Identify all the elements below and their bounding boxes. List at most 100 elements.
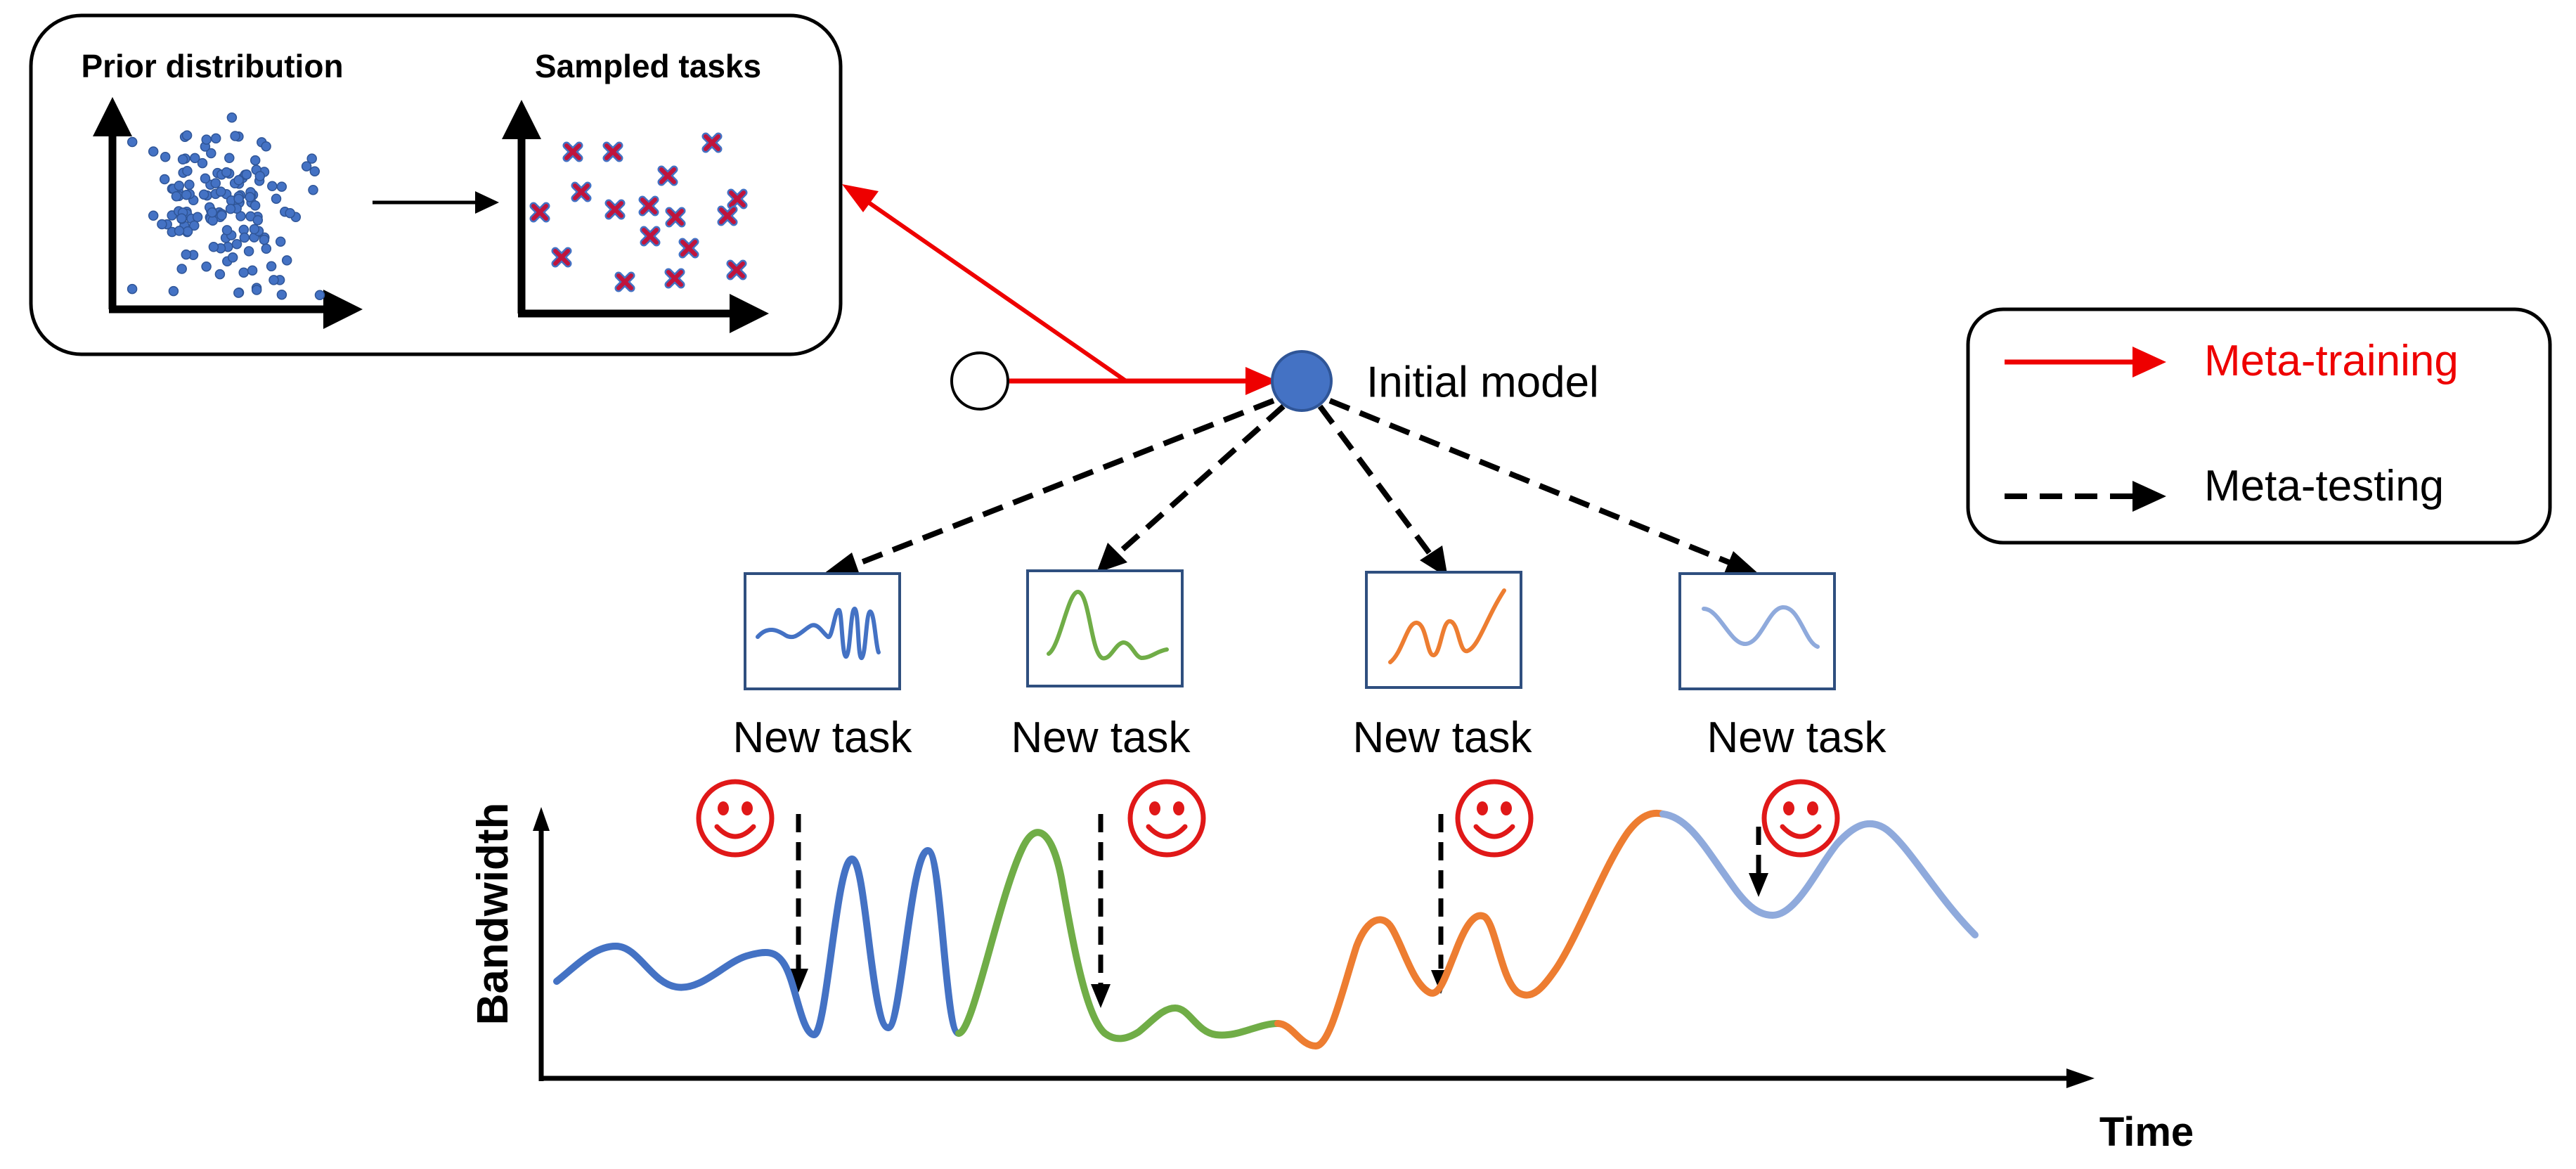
prior-point: [275, 236, 286, 247]
sampled-task-cross: [665, 207, 686, 228]
prior-point: [250, 200, 261, 211]
prior-point: [276, 289, 287, 300]
sampled-tasks-title: Sampled tasks: [535, 48, 761, 84]
prior-point: [230, 131, 240, 141]
prior-point: [181, 249, 192, 260]
prior-point: [168, 285, 179, 297]
prior-point: [181, 130, 193, 141]
prior-point: [182, 166, 193, 176]
prior-point: [208, 242, 219, 252]
prior-point: [214, 269, 226, 280]
sampled-task-cross: [717, 205, 738, 226]
prior-point: [252, 214, 264, 226]
bandwidth-plot: Bandwidth Time: [469, 803, 2194, 1155]
smiley-icon: [696, 779, 775, 858]
meta-training-arrowhead: [1245, 367, 1278, 395]
task-1-signal: [756, 606, 881, 661]
smiley-icon: [1761, 779, 1840, 858]
prior-point: [207, 207, 218, 218]
signal-segment-1: [553, 846, 962, 1039]
prior-point: [148, 146, 159, 157]
x-axis-label: Time: [2099, 1109, 2194, 1155]
prior-point: [309, 166, 321, 176]
smiley-icon: [1127, 779, 1206, 858]
sampled-task-points: [529, 132, 748, 292]
prior-point: [267, 181, 278, 192]
prior-point: [238, 267, 249, 278]
prior-point: [224, 153, 235, 164]
prior-point: [239, 232, 250, 243]
sampled-task-cross: [602, 141, 623, 162]
sampled-task-cross: [640, 226, 661, 247]
prior-distribution-points: [127, 112, 325, 300]
prior-point: [210, 178, 221, 188]
legend-meta-training-arrow: [2005, 347, 2166, 377]
sampled-task-cross: [638, 195, 659, 217]
sampled-task-cross: [614, 271, 635, 292]
prior-point: [245, 192, 255, 202]
prior-point: [215, 186, 226, 197]
prior-point: [174, 226, 185, 236]
prior-point: [176, 213, 187, 224]
prior-point: [177, 154, 188, 165]
prior-point: [174, 180, 185, 191]
prior-point: [225, 203, 236, 214]
legend-meta-training-label: Meta-training: [2204, 337, 2459, 385]
prior-point: [306, 153, 317, 164]
adaptation-arrows: [796, 814, 1761, 987]
sampled-task-cross: [727, 188, 748, 209]
prior-point: [189, 220, 200, 231]
task-2-label: New task: [1011, 713, 1191, 762]
prior-axes: [93, 97, 363, 329]
prior-point: [281, 255, 292, 266]
prior-point: [254, 171, 266, 181]
task-4-signal: [1702, 605, 1820, 649]
sampling-arrow: [373, 191, 499, 214]
sampled-task-cross: [701, 132, 723, 153]
input-node: [950, 351, 1009, 411]
prior-point: [197, 157, 208, 169]
prior-point: [308, 184, 318, 195]
sampled-task-cross: [529, 202, 550, 223]
prior-point: [176, 264, 187, 274]
prior-point: [266, 261, 277, 272]
meta-training-arrow-to-box: [863, 198, 1127, 383]
sampled-axes: [502, 100, 769, 333]
prior-point: [221, 225, 233, 235]
initial-model-node: [1271, 350, 1333, 412]
prior-point: [241, 169, 252, 180]
task-2-signal: [1047, 590, 1169, 661]
prior-point: [216, 210, 227, 221]
prior-point: [200, 173, 211, 184]
signal-segment-2: [955, 829, 1281, 1042]
task-3-label: New task: [1353, 713, 1533, 762]
sampled-task-cross: [657, 165, 678, 186]
prior-point: [233, 175, 244, 186]
prior-point: [259, 234, 270, 245]
task-panel-3: New task: [1353, 571, 1533, 762]
prior-point: [148, 210, 159, 221]
prior-point: [157, 219, 167, 230]
sampled-task-cross: [604, 199, 626, 220]
prior-point: [160, 151, 171, 162]
prior-point: [206, 148, 216, 159]
prior-point: [210, 133, 221, 144]
prior-point: [171, 190, 182, 202]
prior-point: [159, 174, 170, 185]
task-panel-2: New task: [1011, 569, 1191, 762]
prior-point: [249, 224, 260, 235]
meta-testing-arrowheads: [818, 543, 1760, 578]
prior-point: [261, 141, 271, 152]
legend-meta-testing-label: Meta-testing: [2204, 462, 2444, 510]
meta-training-flow: [842, 184, 1278, 411]
prior-point: [184, 179, 195, 190]
prior-point: [250, 155, 261, 166]
signal-segment-3: [1274, 809, 1666, 1050]
prior-point: [301, 161, 312, 172]
task-3-signal: [1388, 588, 1506, 664]
prior-point: [233, 193, 244, 205]
meta-testing-arrows: [849, 398, 1730, 569]
prior-point: [247, 265, 258, 276]
prior-point: [261, 243, 272, 254]
